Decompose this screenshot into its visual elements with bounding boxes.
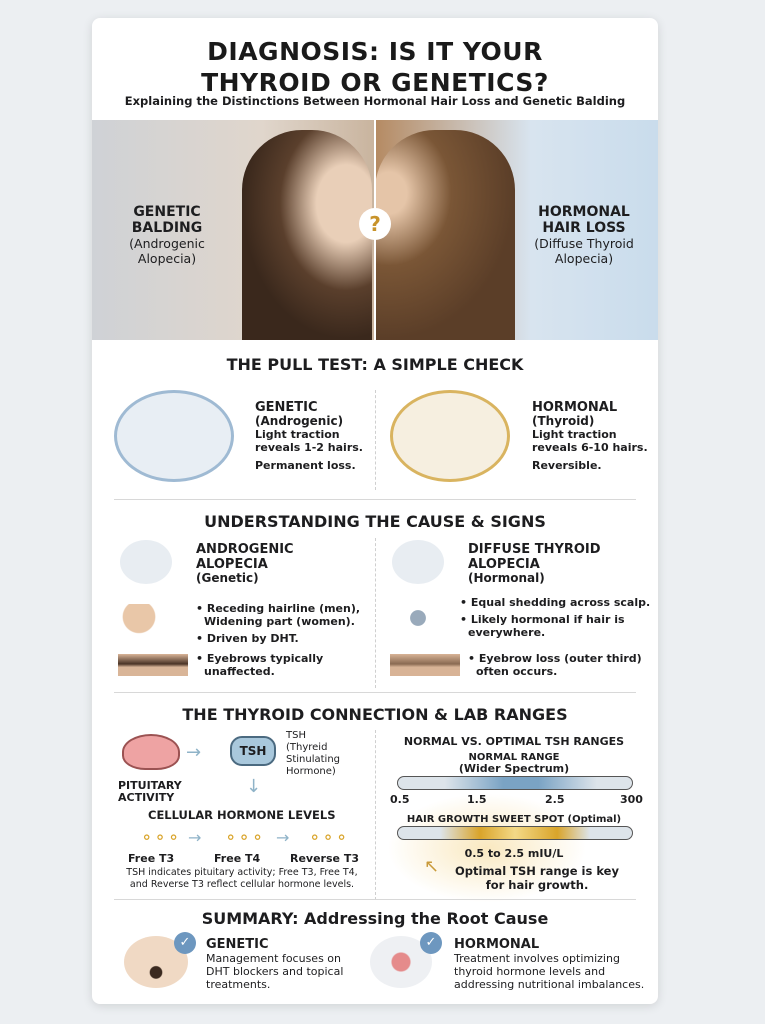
thyroid-heading: THE THYROID CONNECTION & LAB RANGES: [182, 705, 568, 724]
check-icon: ✓: [420, 932, 442, 954]
curved-arrow-icon: ↖: [424, 856, 440, 877]
divider: [114, 899, 636, 900]
thyroid-bullets: • Equal shedding across scalp. • Likely …: [460, 596, 651, 639]
tick-300: 300: [620, 793, 643, 806]
arrow-down-icon: ↓: [246, 776, 262, 797]
molecule-icon: ⚬⚬⚬: [140, 828, 181, 847]
divider: [375, 730, 376, 900]
tick-1.5: 1.5: [467, 793, 487, 806]
normal-range-bar: [397, 776, 633, 790]
shower-icon: [400, 600, 436, 636]
thyroid-note: TSH indicates pituitary activity; Free T…: [126, 867, 358, 890]
cellular-levels-label: CELLULAR HORMONE LEVELS: [148, 808, 336, 822]
couple-icon: [118, 604, 188, 636]
thyroid-icon: [392, 540, 444, 584]
hormone-free-t3: Free T3: [128, 852, 175, 865]
thyroid-eyebrow: • Eyebrow loss (outer third)often occurs…: [468, 652, 642, 678]
arrow-right-icon: →: [186, 742, 202, 763]
hormone-free-t4: Free T4: [214, 852, 261, 865]
ranges-title: NORMAL VS. OPTIMAL TSH RANGES: [403, 735, 625, 748]
divider: [375, 390, 376, 490]
page-subtitle: Explaining the Distinctions Between Horm…: [124, 94, 626, 108]
brain-icon: [122, 734, 180, 770]
thinning-woman-photo: [375, 130, 515, 340]
hormone-reverse-t3: Reverse T3: [290, 852, 359, 865]
divider: [375, 538, 376, 688]
tsh-gland-icon: TSH: [230, 736, 276, 766]
summary-heading: SUMMARY: Addressing the Root Cause: [201, 909, 549, 928]
hormone-molecules: ⚬⚬⚬ → ⚬⚬⚬ → ⚬⚬⚬: [132, 826, 372, 850]
pull-test-hormonal-illustration: [390, 390, 510, 482]
dna-icon: [120, 540, 172, 584]
optimal-glow: [387, 793, 587, 903]
balding-man-photo: [242, 130, 372, 340]
tick-0.5: 0.5: [390, 793, 410, 806]
question-icon: ?: [359, 208, 391, 240]
normal-range-label: NORMAL RANGE(Wider Spectrum): [458, 752, 570, 775]
eyebrow-photo: [390, 654, 460, 676]
check-icon: ✓: [174, 932, 196, 954]
molecule-icon: ⚬⚬⚬: [308, 828, 349, 847]
pull-test-heading: THE PULL TEST: A SIMPLE CHECK: [226, 355, 524, 374]
molecule-icon: ⚬⚬⚬: [224, 828, 265, 847]
divider: [114, 499, 636, 500]
divider: [114, 692, 636, 693]
tick-2.5: 2.5: [545, 793, 565, 806]
pull-test-genetic-illustration: [114, 390, 234, 482]
sweet-spot-label: HAIR GROWTH SWEET SPOT (Optimal): [406, 814, 622, 825]
causes-heading: UNDERSTANDING THE CAUSE & SIGNS: [204, 512, 546, 531]
arrow-right-icon: →: [188, 828, 202, 847]
eyebrow-photo: [118, 654, 188, 676]
arrow-right-icon: →: [276, 828, 290, 847]
optimal-range-bar: [397, 826, 633, 840]
androgenic-bullets: • Receding hairline (men),Widening part …: [196, 602, 361, 645]
optimal-range-value: 0.5 to 2.5 mIU/L: [464, 847, 564, 860]
